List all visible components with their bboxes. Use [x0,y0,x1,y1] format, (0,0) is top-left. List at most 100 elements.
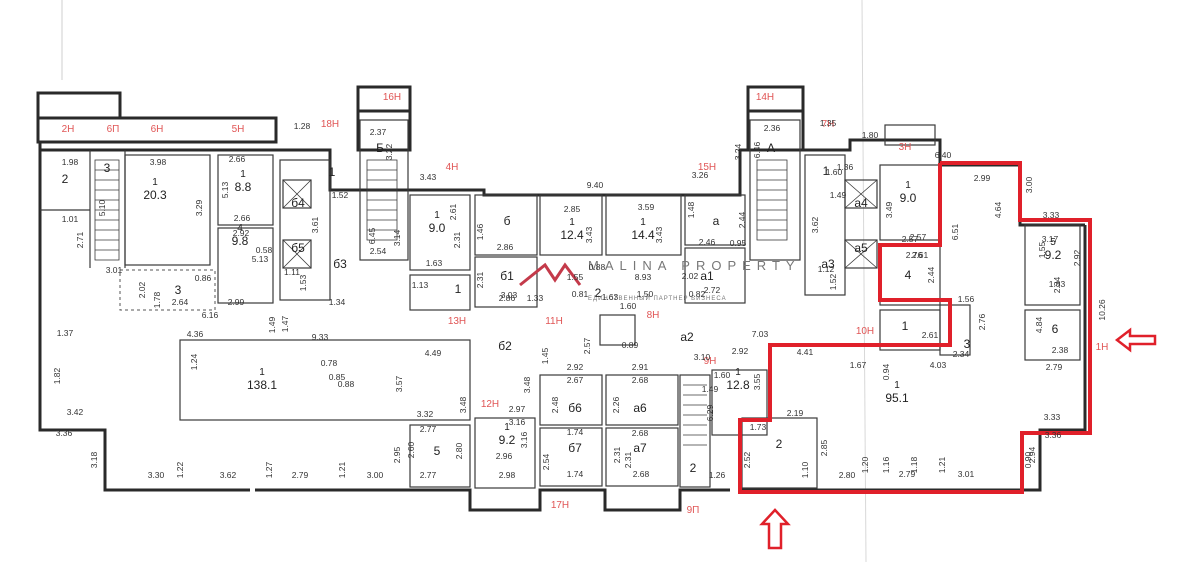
dimension-label: 1.13 [412,280,429,290]
room-number: б1 [500,269,514,283]
entrance-arrow-right-icon [1114,327,1157,353]
dimension-label: 2.77 [420,424,437,434]
room-area: 8.8 [235,180,252,194]
dimension-label: 1.46 [475,223,485,240]
dimension-label: 1.83 [1049,279,1066,289]
room-number: 2 [62,172,69,186]
room-area: 14.4 [631,228,655,242]
watermark-brand: MALINA PROPERTY [588,258,801,273]
dimension-label: 2.61 [922,330,939,340]
dimension-label: 6.46 [752,141,762,158]
room-number: а5 [854,241,868,255]
dimension-label: 2.92 [233,228,250,238]
watermark-tagline: ЕДИНСТВЕННЫЙ ПАРТНЕР БИЗНЕСА [588,294,727,302]
dimension-label: 2.72 [704,285,721,295]
dimension-label: 2.60 [406,441,416,458]
dimension-label: 6.16 [202,310,219,320]
dimension-label: 3.00 [1024,176,1034,193]
dimension-label: 2.85 [564,204,581,214]
dimension-label: 0.85 [329,372,346,382]
room-number: А [767,141,775,155]
dimension-label: 3.36 [56,428,73,438]
dimension-label: 4.84 [1034,316,1044,333]
dimension-label: 1.36 [837,162,854,172]
dimension-label: 1.26 [709,470,726,480]
unit-label: 4Н [446,162,459,173]
dimension-label: 2.76 [977,313,987,330]
dimension-label: 3.18 [89,451,99,468]
unit-label: 15Н [698,162,716,173]
room-number: 1 [905,180,911,191]
room-number: 1 [152,177,158,188]
dimension-label: 1.18 [909,456,919,473]
dimension-label: 1.22 [175,461,185,478]
dimension-label: 2.31 [612,446,622,463]
dimension-label: 3.00 [367,470,384,480]
dimension-label: 1.33 [527,293,544,303]
dimension-label: 2.31 [475,271,485,288]
dimension-label: 2.67 [567,375,584,385]
dimension-label: 2.79 [292,470,309,480]
dimension-label: 1.52 [332,190,349,200]
dimension-label: 4.64 [993,201,1003,218]
room-area: 20.3 [143,188,167,202]
dimension-label: 1.50 [637,289,654,299]
dimension-label: 6.51 [950,223,960,240]
room-area: 9.2 [499,433,516,447]
dimension-label: 2.80 [454,442,464,459]
dimension-label: 3.48 [522,376,532,393]
dimension-label: 2.44 [926,266,936,283]
room-number: 4 [905,268,912,282]
dimension-label: 1.78 [152,291,162,308]
room-number: 2 [776,437,783,451]
stairs [94,159,878,446]
dimension-label: 3.33 [1043,210,1060,220]
room-number: б3 [333,257,347,271]
dimension-label: 2.26 [611,396,621,413]
room-number: 1 [434,210,440,221]
dimension-label: 1.48 [686,201,696,218]
dimension-label: 2.80 [839,470,856,480]
room-number: 4 [237,223,243,234]
dimension-label: 6.45 [367,227,377,244]
unit-label: 2Н [62,124,75,135]
dimension-label: 2.37 [370,127,387,137]
dimension-label: 1.60 [714,370,731,380]
dimension-label: 3.42 [67,407,84,417]
internal-walls [40,119,1081,489]
dimension-label: 1.55 [567,272,584,282]
dimension-label: 1.80 [862,130,879,140]
dimension-label: 2.68 [632,428,649,438]
dimension-label: 2.97 [509,404,526,414]
dimension-label: 1.82 [52,367,62,384]
room-number: а7 [633,441,647,455]
dimension-label: 3.29 [194,199,204,216]
dimension-label: 2.34 [1052,276,1062,293]
dimension-label: 0.86 [195,273,212,283]
dimension-label: 1.49 [702,384,719,394]
dimension-label: 2.34 [953,349,970,359]
room-number: Б [376,141,384,155]
room-number: 1 [735,367,741,378]
dimension-label: 2.02 [682,271,699,281]
dimension-label: 4.49 [425,348,442,358]
room-number: 2 [595,286,602,300]
dimension-label: 3.98 [150,157,167,167]
dimension-label: 5.13 [252,254,269,264]
dimension-label: 1.98 [62,157,79,167]
dimension-label: 1.55 [1037,241,1047,258]
dimension-label: 0.89 [622,340,639,350]
room-number: 1 [240,169,246,180]
room-area: 9.2 [1045,248,1062,262]
room-number: б4 [291,196,305,210]
dimension-label: 2.85 [819,439,829,456]
dimension-label: 3.16 [509,417,526,427]
dimension-label: 2.57 [582,337,592,354]
dimension-label: 3.01 [106,265,123,275]
dimension-label: 1.67 [850,360,867,370]
room-number: 3 [964,337,971,351]
brand-logo-icon [519,262,582,287]
